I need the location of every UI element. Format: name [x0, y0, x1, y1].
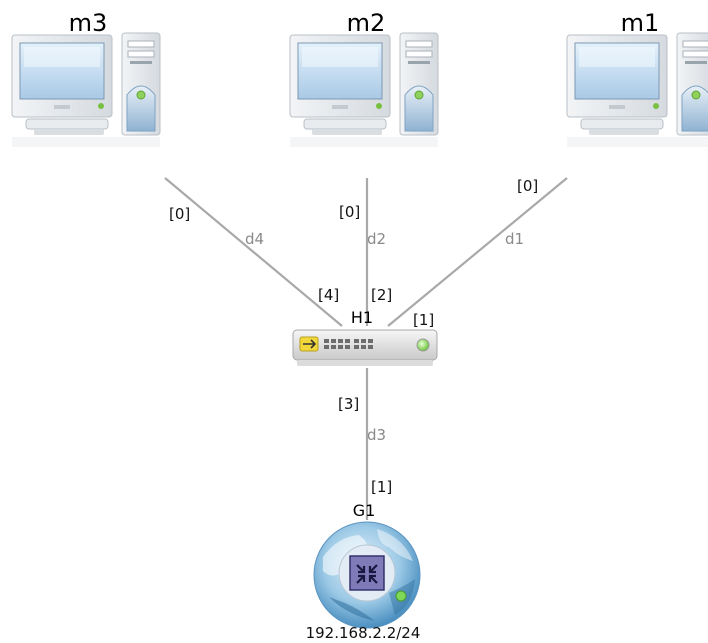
desktop-computer-icon [11, 32, 161, 148]
computer-m2[interactable] [289, 32, 439, 148]
globe-router-icon [313, 521, 421, 629]
gateway-g1[interactable] [313, 521, 421, 629]
port-label-g1-1: [1] [371, 478, 392, 496]
node-name-h1: H1 [351, 308, 373, 327]
port-label-h1-2: [2] [371, 286, 392, 304]
port-label-h1-1: [1] [413, 311, 434, 329]
port-label-h1-4: [4] [318, 286, 339, 304]
port-label-m3: [0] [169, 205, 190, 223]
link-d1[interactable] [387, 177, 568, 327]
link-d4[interactable] [164, 177, 343, 327]
desktop-computer-icon [566, 32, 708, 148]
link-label-d3: d3 [367, 426, 386, 444]
computer-m1[interactable] [566, 32, 708, 148]
node-name-m1: m1 [621, 9, 660, 37]
desktop-computer-icon [289, 32, 439, 148]
hub-h1[interactable] [292, 329, 438, 366]
link-label-d2: d2 [367, 230, 386, 248]
port-label-m2: [0] [339, 203, 360, 221]
link-label-d4: d4 [245, 230, 264, 248]
node-name-m3: m3 [69, 9, 108, 37]
port-label-m1: [0] [517, 177, 538, 195]
node-name-m2: m2 [347, 9, 386, 37]
link-label-d1: d1 [505, 230, 524, 248]
network-hub-icon [292, 329, 438, 366]
port-label-h1-3: [3] [338, 395, 359, 413]
node-name-g1: G1 [353, 501, 376, 520]
computer-m3[interactable] [11, 32, 161, 148]
gateway-ip-label: 192.168.2.2/24 [306, 624, 421, 642]
